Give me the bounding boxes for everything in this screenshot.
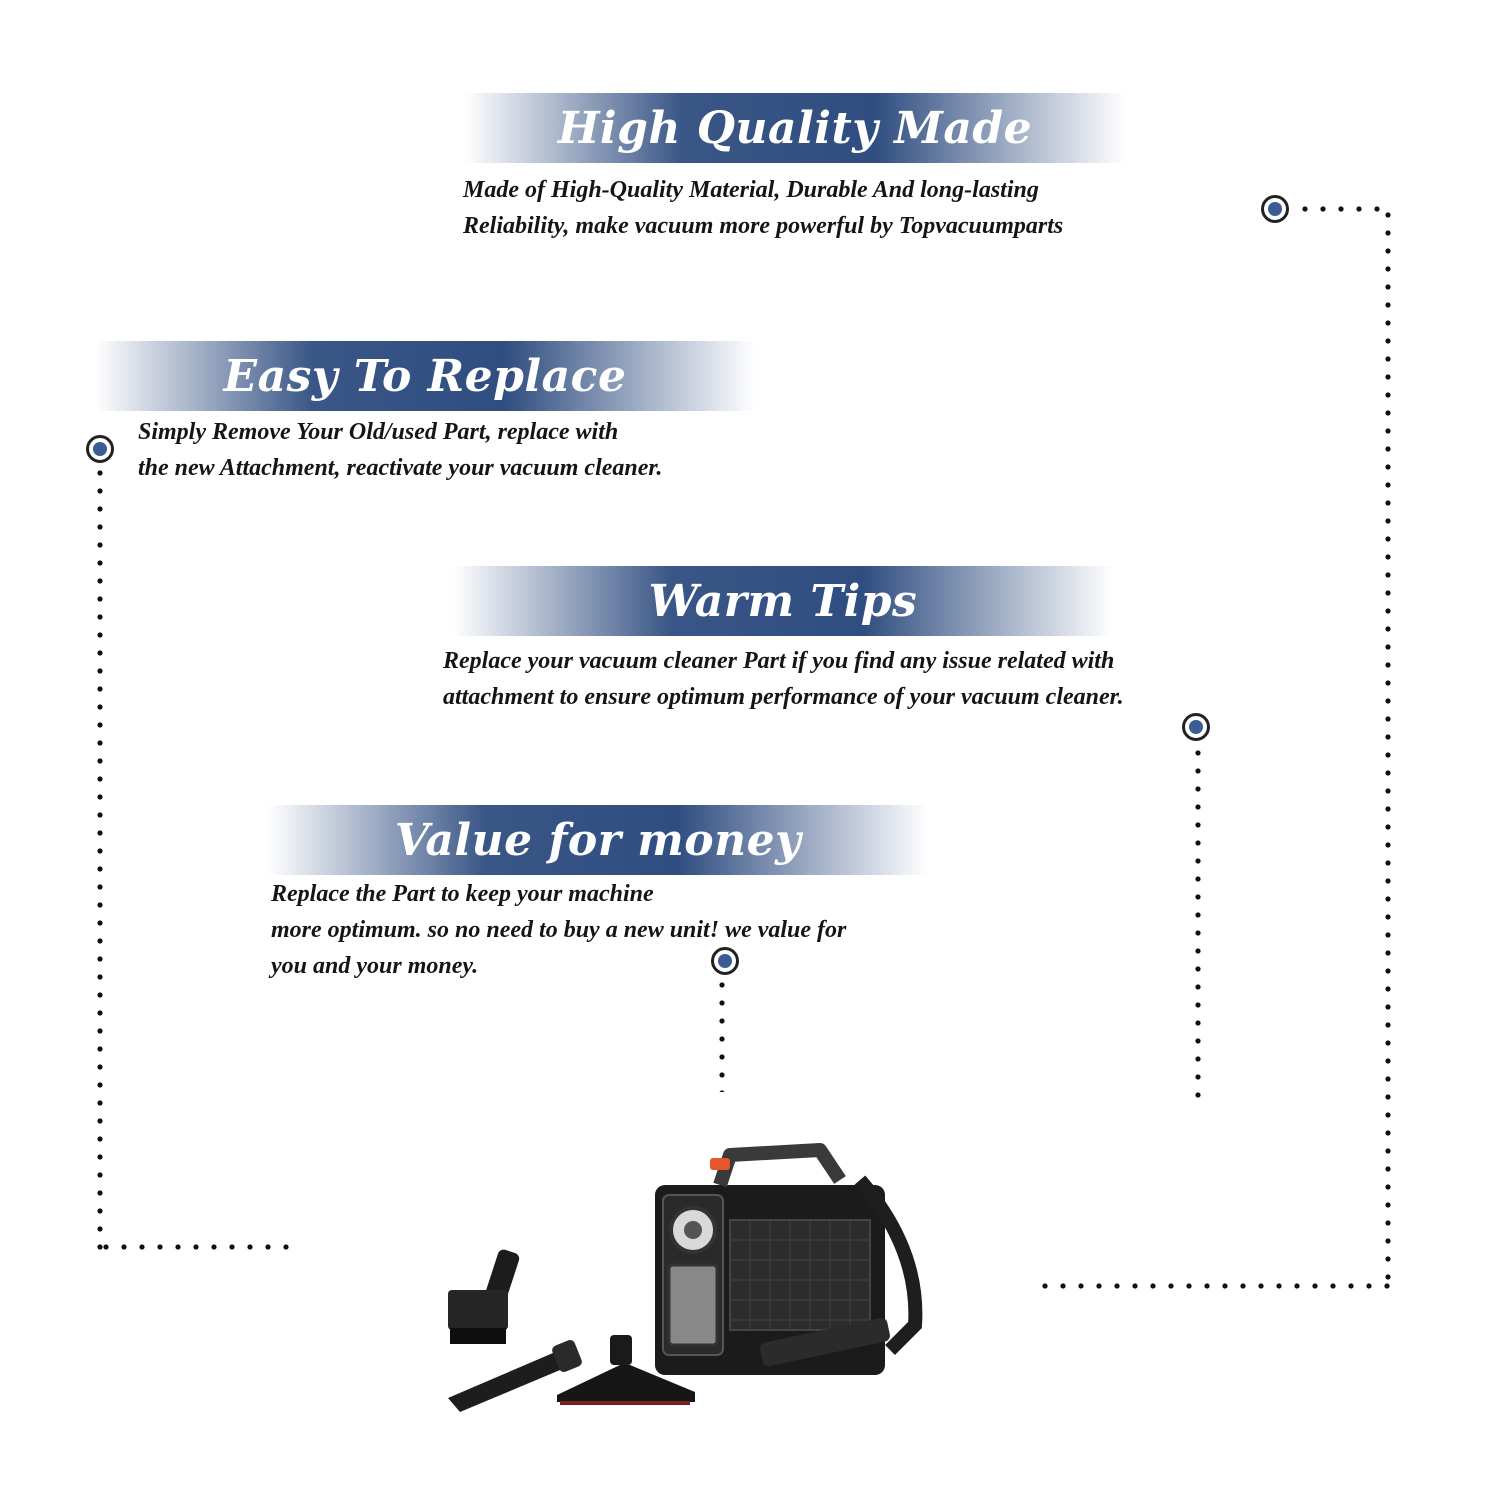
dotted-line xyxy=(1296,206,1392,212)
section-description: Simply Remove Your Old/used Part, replac… xyxy=(138,414,662,486)
banner-warm-tips: Warm Tips xyxy=(453,566,1113,636)
banner-easy-to-replace: Easy To Replace xyxy=(95,341,755,411)
bullet-icon xyxy=(1261,195,1289,223)
dotted-line xyxy=(1195,744,1201,1106)
section-title: Warm Tips xyxy=(648,575,918,627)
section-title: High Quality Made xyxy=(557,102,1033,154)
description-line: attachment to ensure optimum performance… xyxy=(443,684,1124,710)
description-line: Simply Remove Your Old/used Part, replac… xyxy=(138,419,619,445)
description-line: Replace the Part to keep your machine xyxy=(271,881,654,907)
banner-value-for-money: Value for money xyxy=(268,805,928,875)
description-line: Made of High-Quality Material, Durable A… xyxy=(463,177,1039,203)
section-title: Value for money xyxy=(394,814,802,866)
dusting-brush-icon xyxy=(448,1249,520,1344)
description-line: more optimum. so no need to buy a new un… xyxy=(271,917,847,943)
banner-high-quality-made: High Quality Made xyxy=(465,93,1125,163)
bullet-icon xyxy=(711,947,739,975)
section-description: Made of High-Quality Material, Durable A… xyxy=(463,172,1063,244)
vacuum-bag xyxy=(655,1143,923,1375)
dotted-line xyxy=(97,1244,297,1250)
vacuum-cleaner-icon xyxy=(448,1143,923,1412)
dotted-line xyxy=(1036,1283,1391,1289)
description-line: you and your money. xyxy=(271,953,479,979)
section-description: Replace the Part to keep your machine mo… xyxy=(271,876,846,984)
description-line: the new Attachment, reactivate your vacu… xyxy=(138,455,663,481)
description-line: Reliability, make vacuum more powerful b… xyxy=(463,213,1064,239)
description-line: Replace your vacuum cleaner Part if you … xyxy=(443,648,1115,674)
dotted-line xyxy=(719,976,725,1092)
bullet-icon xyxy=(86,435,114,463)
crevice-tool-icon xyxy=(448,1340,582,1412)
section-description: Replace your vacuum cleaner Part if you … xyxy=(443,643,1124,715)
dotted-line xyxy=(97,464,103,1250)
section-title: Easy To Replace xyxy=(223,350,627,402)
bullet-icon xyxy=(1182,713,1210,741)
dotted-line xyxy=(1385,206,1391,1290)
upholstery-tool-icon xyxy=(557,1335,695,1405)
